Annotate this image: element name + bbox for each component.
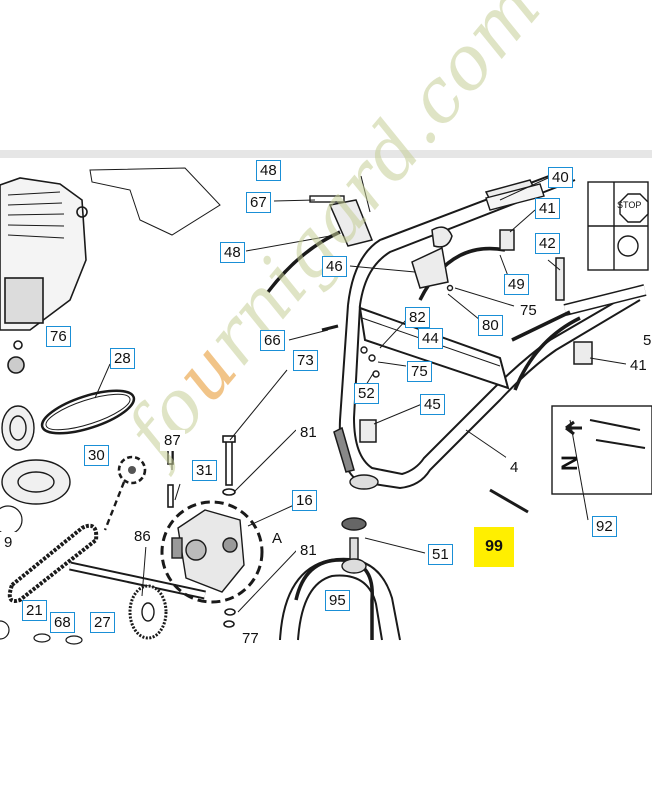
deck-shield: [89, 167, 221, 236]
part-label-28: 28: [110, 348, 135, 369]
part-label-31: 31: [192, 460, 217, 481]
part-label-16: 16: [292, 490, 317, 511]
part-label-48a: 48: [256, 160, 281, 181]
part-label-68: 68: [50, 612, 75, 633]
top-strip: [0, 150, 652, 158]
part-label-92: 92: [592, 516, 617, 537]
part-label-41b: 41: [626, 355, 651, 376]
highlighted-part-label: 99: [474, 527, 514, 567]
sprocket-drawing: [128, 584, 168, 640]
sticker-n-text: N: [556, 455, 582, 471]
part-label-49: 49: [504, 274, 529, 295]
part-label-21: 21: [22, 600, 47, 621]
knob-51: [341, 474, 379, 574]
part-label-51: 51: [428, 544, 453, 565]
part-label-75b: 75: [407, 361, 432, 382]
part-label-A: A: [268, 528, 287, 549]
part-label-4: 4: [506, 457, 523, 478]
cable-95: [279, 557, 401, 641]
part-label-77: 77: [238, 628, 263, 649]
pulley-drawing: [1, 405, 71, 505]
part-label-48: 48: [220, 242, 245, 263]
part-label-44: 44: [418, 328, 443, 349]
part-label-45: 45: [420, 394, 445, 415]
part-label-81a: 81: [296, 422, 321, 443]
part-label-87: 87: [160, 430, 185, 451]
part-label-9: 9: [0, 532, 17, 553]
part-label-67: 67: [246, 192, 271, 213]
part-label-41a: 41: [535, 198, 560, 219]
part-label-46: 46: [322, 256, 347, 277]
engine-drawing: [0, 177, 88, 374]
part-label-30: 30: [84, 445, 109, 466]
part-label-76: 76: [46, 326, 71, 347]
detail-circle-30: [117, 455, 147, 485]
belt-drawing: [40, 389, 136, 435]
leader-lines: [94, 175, 627, 613]
part-label-82: 82: [405, 307, 430, 328]
part-label-81b: 81: [296, 540, 321, 561]
part-label-5: 5: [639, 330, 652, 351]
gearbox-drawing: [171, 509, 245, 593]
part-label-86: 86: [130, 526, 155, 547]
part-label-42: 42: [535, 233, 560, 254]
chain-belt: [7, 523, 99, 603]
part-label-66: 66: [260, 330, 285, 351]
part-label-52: 52: [354, 383, 379, 404]
part-label-95: 95: [325, 590, 350, 611]
part-label-75a: 75: [516, 300, 541, 321]
small-parts: [309, 183, 545, 514]
sticker-panel: [551, 181, 652, 495]
part-label-73: 73: [293, 350, 318, 371]
gearbox-detail-circle: [160, 500, 264, 604]
part-label-80: 80: [478, 315, 503, 336]
part-label-27: 27: [90, 612, 115, 633]
cables: [266, 230, 581, 640]
part-label-40: 40: [548, 167, 573, 188]
sticker-stop-text: STOP: [617, 200, 642, 210]
